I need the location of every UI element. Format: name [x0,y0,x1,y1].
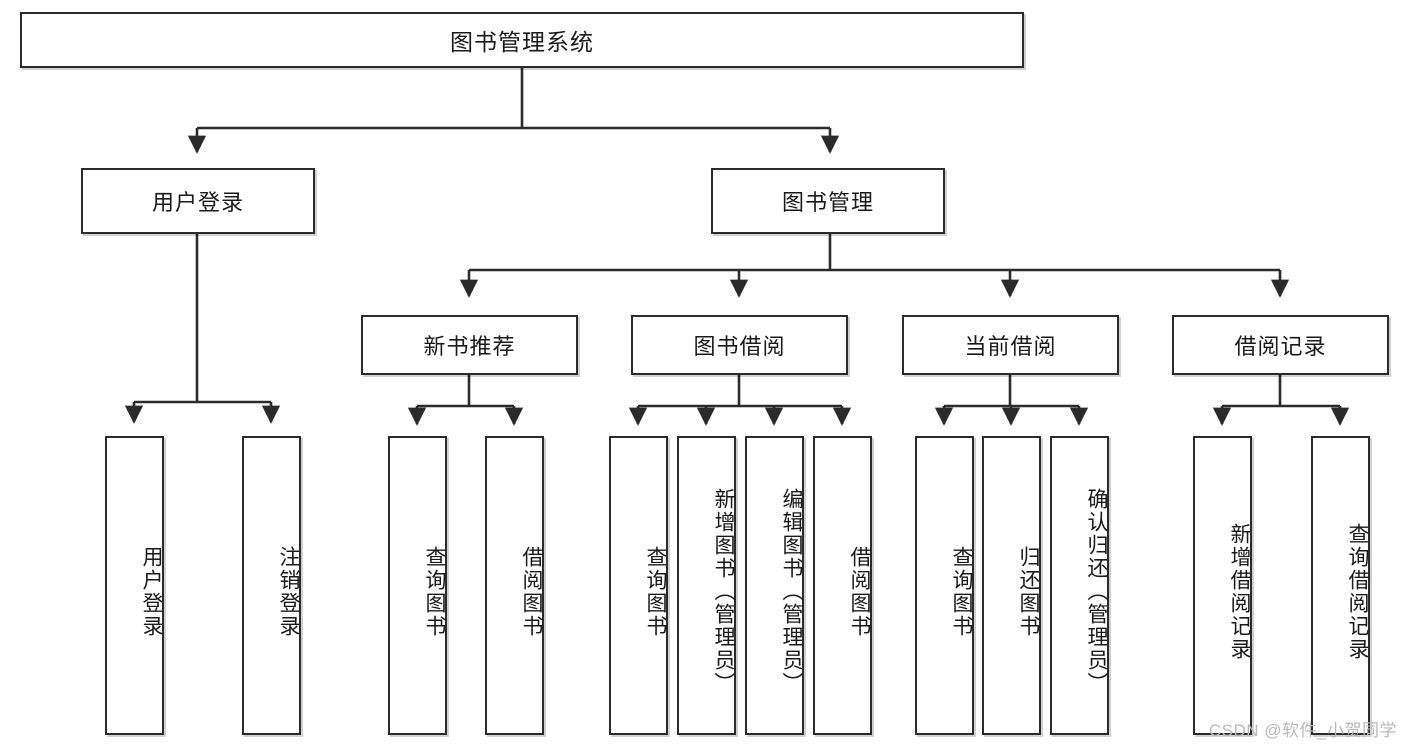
node-label: 查询借阅记录 [1346,522,1369,661]
leaf-add-borrow-record[interactable]: 新增借阅记录 [1193,436,1252,735]
node-user-login[interactable]: 用户登录 [81,168,315,234]
node-book-management[interactable]: 图书管理 [711,168,945,234]
node-label: 归还图书 [1017,545,1040,638]
node-label: 确认归还（管理员） [1085,488,1108,695]
leaf-query-book-current[interactable]: 查询图书 [915,436,974,735]
node-label: 查询图书 [644,545,667,638]
leaf-edit-book-admin[interactable]: 编辑图书（管理员） [745,436,804,735]
node-label: 查询图书 [423,545,446,638]
node-label: 新增图书（管理员） [712,488,735,695]
leaf-borrow-book[interactable]: 借阅图书 [813,436,872,735]
leaf-user-login[interactable]: 用户登录 [105,436,164,735]
node-label: 图书管理 [781,190,874,215]
leaf-return-book[interactable]: 归还图书 [982,436,1041,735]
node-label: 注销登录 [277,545,300,638]
node-label: 新增借阅记录 [1228,522,1251,661]
csdn-watermark: CSDN @软件_小贺同学 [1208,721,1397,740]
node-borrowing-records[interactable]: 借阅记录 [1172,315,1389,375]
leaf-query-borrow-record[interactable]: 查询借阅记录 [1311,436,1370,735]
node-label: 借阅图书 [848,545,871,638]
node-label: 借阅图书 [520,545,543,638]
node-label: 查询图书 [950,545,973,638]
node-label: 图书借阅 [693,334,786,359]
leaf-logout[interactable]: 注销登录 [242,436,301,735]
node-label: 用户登录 [151,190,244,215]
leaf-query-book-borrow[interactable]: 查询图书 [609,436,668,735]
node-current-borrowing[interactable]: 当前借阅 [902,315,1119,375]
leaf-borrow-book-recommendation[interactable]: 借阅图书 [485,436,544,735]
node-root-book-management-system[interactable]: 图书管理系统 [20,12,1024,68]
node-label: 新书推荐 [423,334,516,359]
node-label: 借阅记录 [1234,334,1327,359]
node-new-book-recommendation[interactable]: 新书推荐 [361,315,578,375]
leaf-add-book-admin[interactable]: 新增图书（管理员） [677,436,736,735]
leaf-query-book-recommendation[interactable]: 查询图书 [388,436,447,735]
node-label: 用户登录 [140,545,163,638]
leaf-confirm-return-admin[interactable]: 确认归还（管理员） [1050,436,1109,735]
node-label: 编辑图书（管理员） [780,488,803,695]
node-book-borrowing[interactable]: 图书借阅 [631,315,848,375]
node-label: 图书管理系统 [450,29,594,55]
node-label: 当前借阅 [964,334,1057,359]
